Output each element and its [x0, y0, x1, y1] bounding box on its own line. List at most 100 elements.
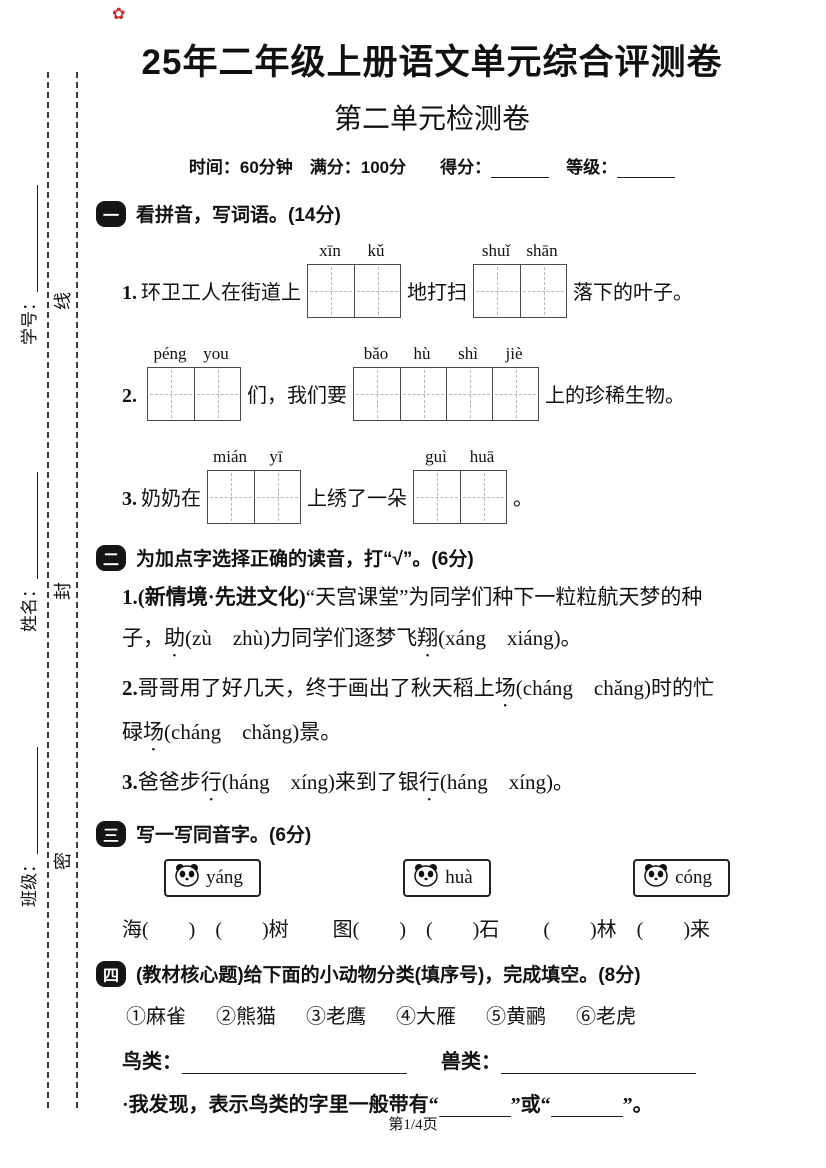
seal-dashed-line — [76, 72, 78, 1108]
animal-option: ③老鹰 — [306, 1006, 366, 1028]
writing-cell — [446, 368, 492, 420]
pinyin-labels: mián yī — [207, 447, 301, 467]
bird-class-label: 鸟类： — [122, 1051, 182, 1073]
pronunciation-item-3: 3.爸爸步行(háng xíng)来到了银行(háng xíng)。 — [122, 762, 768, 806]
panda-icon — [174, 863, 200, 893]
animal-option: ⑤黄鹂 — [486, 1006, 546, 1028]
section-3-header: 三 写一写同音字。(6分) — [96, 820, 768, 847]
section-1-header: 一 看拼音，写词语。(14分) — [96, 200, 768, 227]
animal-option: ⑥老虎 — [576, 1006, 636, 1028]
item-line: 子，助(zù zhù)力同学们逐梦飞翔(xáng xiáng)。 — [122, 626, 582, 650]
section-4-title: (教材核心题)给下面的小动物分类(填序号)，完成填空。(8分) — [136, 965, 641, 986]
item-text: 地打扫 — [407, 282, 467, 304]
item-number: 3. — [122, 488, 137, 510]
writing-cell — [208, 471, 254, 523]
student-id-label: 学号： — [20, 294, 39, 345]
section-2-header: 二 为加点字选择正确的读音，打“√”。(6分) — [96, 544, 768, 571]
meta-line: 时间：60分钟 满分：100分 得分： 等级： — [96, 153, 768, 178]
pinyin-label: you — [203, 344, 229, 363]
writing-cell — [354, 265, 400, 317]
seal-char-xian: 线 — [53, 292, 73, 310]
animal-option: ②熊猫 — [216, 1006, 276, 1028]
tag-pinyin: huà — [445, 867, 473, 888]
section-1-title: 看拼音，写词语。(14分) — [136, 205, 341, 226]
pinyin-label: hù — [413, 344, 431, 363]
class-field: 班级： — [18, 747, 42, 907]
tag-pinyin: cóng — [675, 867, 712, 888]
class-blank — [37, 747, 38, 854]
item-text: 们，我们要 — [247, 385, 347, 407]
item-line: 2.哥哥用了好几天，终于画出了秋天稻上场(cháng chǎng)时的忙 — [122, 676, 715, 700]
pinyin-label: yī — [269, 447, 283, 466]
red-stamp-icon: ✿ — [112, 6, 126, 23]
pinyin-item-2: 2. péng you 们，我们要 bǎo hù shì jiè — [122, 344, 768, 421]
writing-cell — [474, 265, 520, 317]
item-number: 1. — [122, 282, 137, 304]
writing-box-group: péng you — [147, 344, 241, 421]
writing-cells — [353, 367, 539, 421]
writing-box-group: bǎo hù shì jiè — [353, 344, 539, 421]
class-label: 班级： — [20, 856, 39, 907]
writing-cell — [492, 368, 538, 420]
item-text: 。 — [513, 488, 533, 510]
writing-cells — [147, 367, 241, 421]
writing-box-group: mián yī — [207, 447, 301, 524]
item-line: 碌场(cháng chǎng)景。 — [122, 720, 342, 744]
pinyin-label: huā — [469, 447, 495, 466]
pronunciation-item-1: 1.(新情境·先进文化)“天宫课堂”为同学们种下一粒粒航天梦的种 子，助(zù … — [122, 577, 768, 662]
writing-box-group: xīn kǔ — [307, 241, 401, 318]
section-3-title: 写一写同音字。(6分) — [136, 825, 312, 846]
section-4-header: 四 (教材核心题)给下面的小动物分类(填序号)，完成填空。(8分) — [96, 960, 768, 987]
item-text: 上的珍稀生物。 — [545, 385, 685, 407]
page-footer: 第1/4页 — [388, 1117, 438, 1133]
answer-group: 海( ) ( )树 — [122, 919, 289, 941]
exam-title: 25年二年级上册语文单元综合评测卷 — [141, 43, 723, 82]
homophone-answer-line: 海( ) ( )树 图( ) ( )石 ( )林 ( )来 — [96, 913, 768, 942]
name-field: 姓名： — [18, 472, 42, 632]
pinyin-label: péng — [153, 344, 187, 363]
pinyin-label: guì — [425, 447, 447, 466]
student-id-field: 学号： — [18, 185, 42, 345]
animal-options-row: ①麻雀 ②熊猫 ③老鹰 ④大雁 ⑤黄鹂 ⑥老虎 — [126, 1000, 768, 1029]
writing-cell — [354, 368, 400, 420]
pinyin-label: bǎo — [363, 344, 389, 363]
pinyin-label: mián — [213, 447, 247, 466]
seal-dashed-line — [47, 72, 49, 1108]
name-label: 姓名： — [20, 581, 39, 632]
panda-icon — [413, 863, 439, 893]
discovery-line: ·我发现，表示鸟类的字里一般带有“”或“”。 — [122, 1094, 653, 1117]
animal-option: ①麻雀 — [126, 1006, 186, 1028]
pinyin-labels: péng you — [147, 344, 241, 364]
writing-box-group: shuǐ shān — [473, 241, 567, 318]
pinyin-labels: xīn kǔ — [307, 241, 401, 261]
pinyin-label: shuǐ — [481, 241, 511, 260]
homophone-tag-cong: cóng — [633, 859, 730, 897]
item-text: 上绣了一朵 — [307, 488, 407, 510]
pinyin-labels: guì huā — [413, 447, 507, 467]
exam-subtitle: 第二单元检测卷 — [333, 104, 530, 135]
item-text: 环卫工人在街道上 — [141, 282, 301, 304]
section-2-badge: 二 — [96, 544, 126, 571]
exam-content: 25年二年级上册语文单元综合评测卷 第二单元检测卷 时间：60分钟 满分：100… — [96, 0, 768, 1117]
seal-char-feng: 封 — [53, 582, 73, 600]
seal-char-mi: 密 — [53, 852, 73, 870]
writing-cell — [194, 368, 240, 420]
pinyin-labels: bǎo hù shì jiè — [353, 344, 539, 364]
answer-group: 图( ) ( )石 — [332, 919, 500, 941]
pronunciation-item-2: 2.哥哥用了好几天，终于画出了秋天稻上场(cháng chǎng)时的忙 碌场(… — [122, 668, 768, 756]
section-2-body: 1.(新情境·先进文化)“天宫课堂”为同学们种下一粒粒航天梦的种 子，助(zù … — [122, 577, 768, 806]
writing-box-group: guì huā — [413, 447, 507, 524]
pinyin-label: jiè — [505, 344, 523, 363]
writing-cells — [207, 470, 301, 524]
pinyin-label: shān — [526, 241, 558, 260]
section-2-title: 为加点字选择正确的读音，打“√”。(6分) — [136, 549, 474, 570]
pinyin-item-3: 3. 奶奶在 mián yī 上绣了一朵 guì huā — [122, 447, 768, 524]
bird-class-blank — [182, 1054, 407, 1074]
student-id-blank — [37, 185, 38, 292]
section-4-badge: 四 — [96, 960, 126, 987]
item-line: 1.(新情境·先进文化)“天宫课堂”为同学们种下一粒粒航天梦的种 — [122, 585, 703, 609]
homophone-tags-row: yáng huà cóng — [96, 859, 768, 897]
tag-pinyin: yáng — [206, 867, 243, 888]
beast-class-label: 兽类： — [441, 1051, 501, 1073]
item-text: 落下的叶子。 — [573, 282, 693, 304]
